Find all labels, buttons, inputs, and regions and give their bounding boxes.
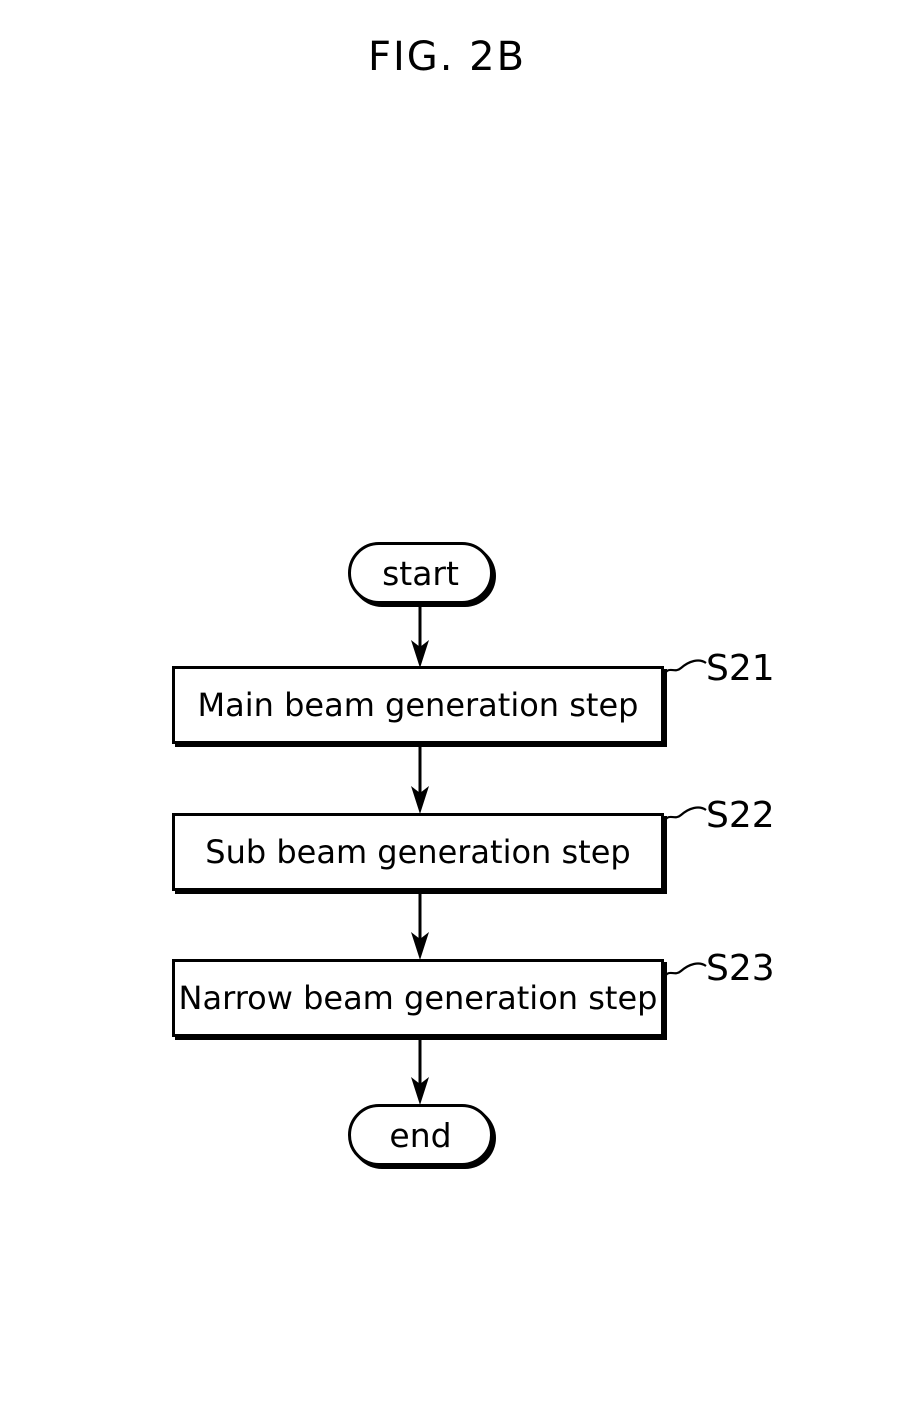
process-step-label: Main beam generation step [197, 686, 639, 724]
arrow-down-icon [411, 893, 429, 960]
start-terminal: start [348, 542, 493, 604]
arrow-down-icon [411, 747, 429, 814]
process-step-sub-beam: Sub beam generation step [172, 813, 664, 891]
arrow-down-icon [411, 1039, 429, 1105]
step-ref-s21: S21 [706, 648, 775, 689]
arrow-down-icon [411, 602, 429, 668]
flow-arrow-step1-to-step2 [408, 747, 432, 814]
end-terminal: end [348, 1104, 493, 1166]
flow-arrow-start-to-step1 [408, 602, 432, 668]
squiggle-connector-icon [661, 962, 707, 984]
figure-title: FIG. 2B [367, 34, 527, 80]
process-step-label: Sub beam generation step [205, 833, 631, 871]
step-ref-s23: S23 [706, 948, 775, 989]
squiggle-connector-icon [661, 806, 707, 828]
leader-line-s22 [661, 801, 707, 829]
end-terminal-label: end [389, 1115, 452, 1155]
start-terminal-label: start [382, 553, 459, 593]
flow-arrow-step3-to-end [408, 1039, 432, 1105]
leader-line-s21 [661, 654, 707, 682]
squiggle-connector-icon [661, 659, 707, 681]
process-step-main-beam: Main beam generation step [172, 666, 664, 744]
process-step-label: Narrow beam generation step [178, 979, 658, 1017]
leader-line-s23 [661, 957, 707, 985]
flow-arrow-step2-to-step3 [408, 893, 432, 960]
step-ref-s22: S22 [706, 795, 775, 836]
process-step-narrow-beam: Narrow beam generation step [172, 959, 664, 1037]
